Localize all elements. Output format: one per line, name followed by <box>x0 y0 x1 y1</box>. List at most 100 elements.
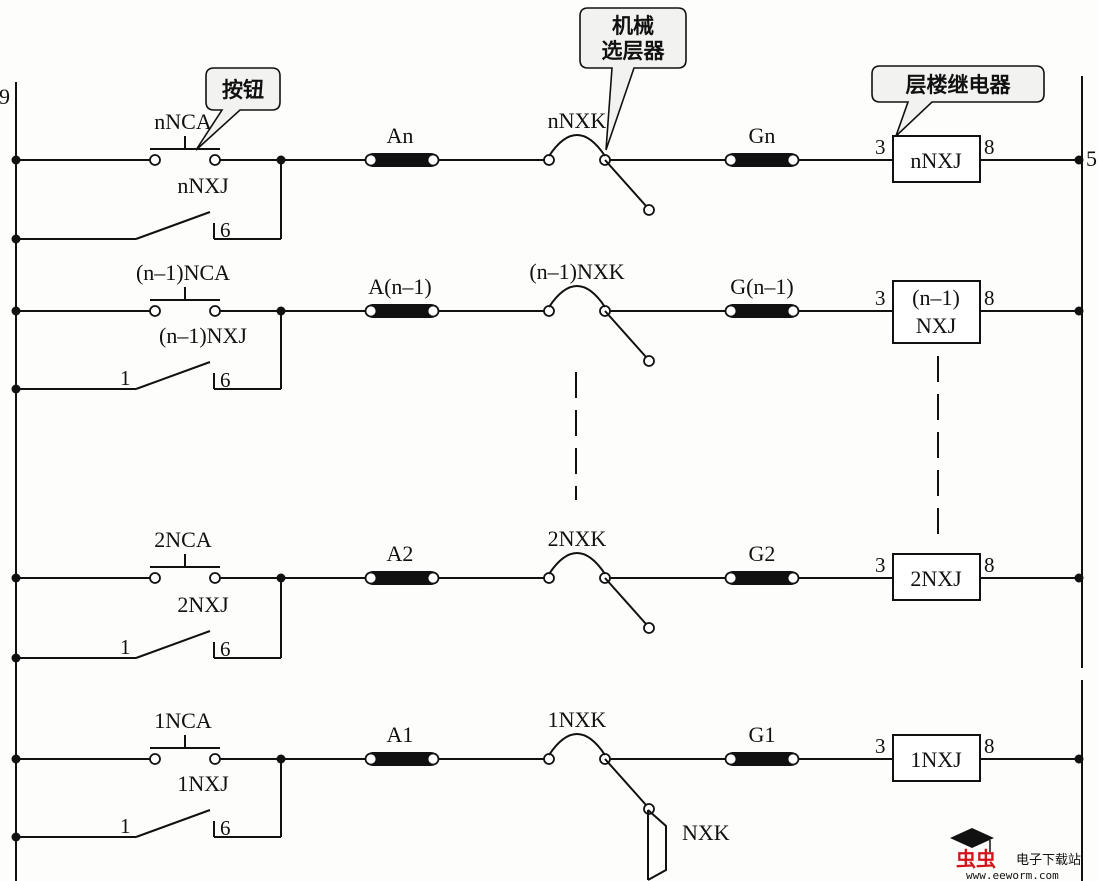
rung-3-button-terminal-right <box>209 572 221 584</box>
rung-3-relay-box <box>892 553 981 601</box>
watermark-url: www.eeworm.com <box>966 869 1059 881</box>
button-callout: 按钮 <box>195 67 281 151</box>
rung-2-junction-left <box>11 306 21 316</box>
rung-2-button-terminal-right <box>209 305 221 317</box>
rung-2-contact-pin-right: 6 <box>220 368 231 392</box>
rung-4-coil-a-body <box>366 752 438 766</box>
rung-1-junction-right <box>1074 155 1084 165</box>
rung-4-button-terminal-left <box>149 753 161 765</box>
rung-2-coil-g-terminal-left <box>724 304 738 318</box>
rung-3-coil-a-terminal-left <box>364 571 378 585</box>
nxk-label: NXK <box>682 820 730 845</box>
rung-1-junction-left <box>11 155 21 165</box>
rung-3-coil-a-terminal-right <box>426 571 440 585</box>
rung-1-relay-pin-right: 8 <box>984 135 995 159</box>
rung-4-coil-g-body <box>726 752 798 766</box>
graduation-cap-icon <box>950 828 994 848</box>
rung-1-selector-terminal-left <box>543 154 555 166</box>
rung-4-contact-label: 1NXJ <box>177 771 229 796</box>
rung-2-coil-g-body <box>726 304 798 318</box>
rung-1-relay-label: nNXJ <box>910 148 962 173</box>
rung-4-contact-pin-right: 6 <box>220 816 231 840</box>
rung-2-button-terminal-left <box>149 305 161 317</box>
rung-1-button-label: nNCA <box>154 109 212 134</box>
rung-3-coil-g-body <box>726 571 798 585</box>
rung-1-contact-label: nNXJ <box>177 173 229 198</box>
rung-2-selector-blade <box>604 310 647 358</box>
rung-4-relay-pin-left: 3 <box>875 734 886 758</box>
rung-1-coil-g-terminal-right <box>786 153 800 167</box>
rung-3-coil-g-label: G2 <box>749 541 776 566</box>
rung-1-coil-g-terminal-left <box>724 153 738 167</box>
rung-1-coil-a-body <box>366 153 438 167</box>
rung-4-relay-box <box>892 734 981 782</box>
rung-2-selector-terminal-bottom <box>643 355 655 367</box>
rung-2-coil-g-label: G(n–1) <box>730 274 794 299</box>
rung-1-coil-a-terminal-left <box>364 153 378 167</box>
rung-4-selector-terminal-left <box>543 753 555 765</box>
rung-1-selector-blade <box>604 159 647 207</box>
rung-4-selector-label: 1NXK <box>548 707 607 732</box>
rung-4-relay-pin-right: 8 <box>984 734 995 758</box>
rung-1-button-terminal-right <box>209 154 221 166</box>
watermark: 虫虫 电子下载站 www.eeworm.com <box>950 828 1081 881</box>
rung-2-coil-a-body <box>366 304 438 318</box>
rung-4-coil-g-terminal-right <box>786 752 800 766</box>
rung-4-junction-right <box>1074 754 1084 764</box>
rung-2-relay-pin-left: 3 <box>875 286 886 310</box>
rung-1-coil-g-label: Gn <box>749 123 776 148</box>
rung-4-coil-a-label: A1 <box>387 722 414 747</box>
rung-3-selector-terminal-left <box>543 572 555 584</box>
rung-4-coil-a-terminal-right <box>426 752 440 766</box>
button-callout-text: 按钮 <box>222 78 264 102</box>
relay-callout: 层楼继电器 <box>871 65 1045 137</box>
rung-3-contact-label: 2NXJ <box>177 592 229 617</box>
rung-2-coil-a-terminal-right <box>426 304 440 318</box>
relay-callout-text: 层楼继电器 <box>906 73 1012 97</box>
rung-3-coil-a-label: A2 <box>387 541 414 566</box>
rung-1-coil-a-label: An <box>387 123 414 148</box>
rung-4-selector-arc <box>548 733 606 756</box>
rung-3-contact-pin-right: 6 <box>220 637 231 661</box>
rung-1-button-terminal-left <box>149 154 161 166</box>
rung-2-coil-a-terminal-left <box>364 304 378 318</box>
rung-1-contact-blade <box>135 211 211 240</box>
rung-1-coil-g-body <box>726 153 798 167</box>
rung-4-coil-g-terminal-left <box>724 752 738 766</box>
rung-1-selector-label: nNXK <box>548 108 607 133</box>
rung-3-relay-pin-left: 3 <box>875 553 886 577</box>
rung-2-contact-blade <box>135 361 211 390</box>
watermark-name: 电子下载站 <box>1016 853 1081 868</box>
watermark-logo: 虫虫 <box>956 847 996 871</box>
rung-3-coil-a-body <box>366 571 438 585</box>
rung-3-selector-blade <box>604 577 647 625</box>
rung-2-coil-g-terminal-right <box>786 304 800 318</box>
rung-3-button-label: 2NCA <box>154 527 212 552</box>
rung-3-junction-left <box>11 573 21 583</box>
selector-callout-line2: 选层器 <box>602 39 666 63</box>
rung-1-selector-terminal-bottom <box>643 204 655 216</box>
rung-2-junction-right <box>1074 306 1084 316</box>
nxk-contact-symbol <box>647 809 667 881</box>
rung-2-relay-label-line1: (n–1) <box>912 285 960 310</box>
rung-1-coil-a-terminal-right <box>426 153 440 167</box>
rung-3-contact-blade <box>135 630 211 659</box>
selector-callout: 机械 选层器 <box>579 7 687 151</box>
rung-1-relay-pin-left: 3 <box>875 135 886 159</box>
rung-2-button-label: (n–1)NCA <box>136 260 230 285</box>
rung-1-relay-box <box>892 135 981 183</box>
rung-4-coil-g-label: G1 <box>749 722 776 747</box>
rung-4-button-label: 1NCA <box>154 708 212 733</box>
selector-callout-line1: 机械 <box>612 14 654 38</box>
rung-2-contact-pin-left: 1 <box>120 366 131 390</box>
rung-1-selector-arc <box>548 134 606 157</box>
rung-4-contact-blade <box>135 809 211 838</box>
right-rail-label: 5 <box>1086 146 1097 171</box>
rung-4-contact-pin-left: 1 <box>120 814 131 838</box>
rung-2-coil-a-label: A(n–1) <box>368 274 432 299</box>
rung-1-contact-pin-right: 6 <box>220 218 231 242</box>
rung-3-relay-pin-right: 8 <box>984 553 995 577</box>
